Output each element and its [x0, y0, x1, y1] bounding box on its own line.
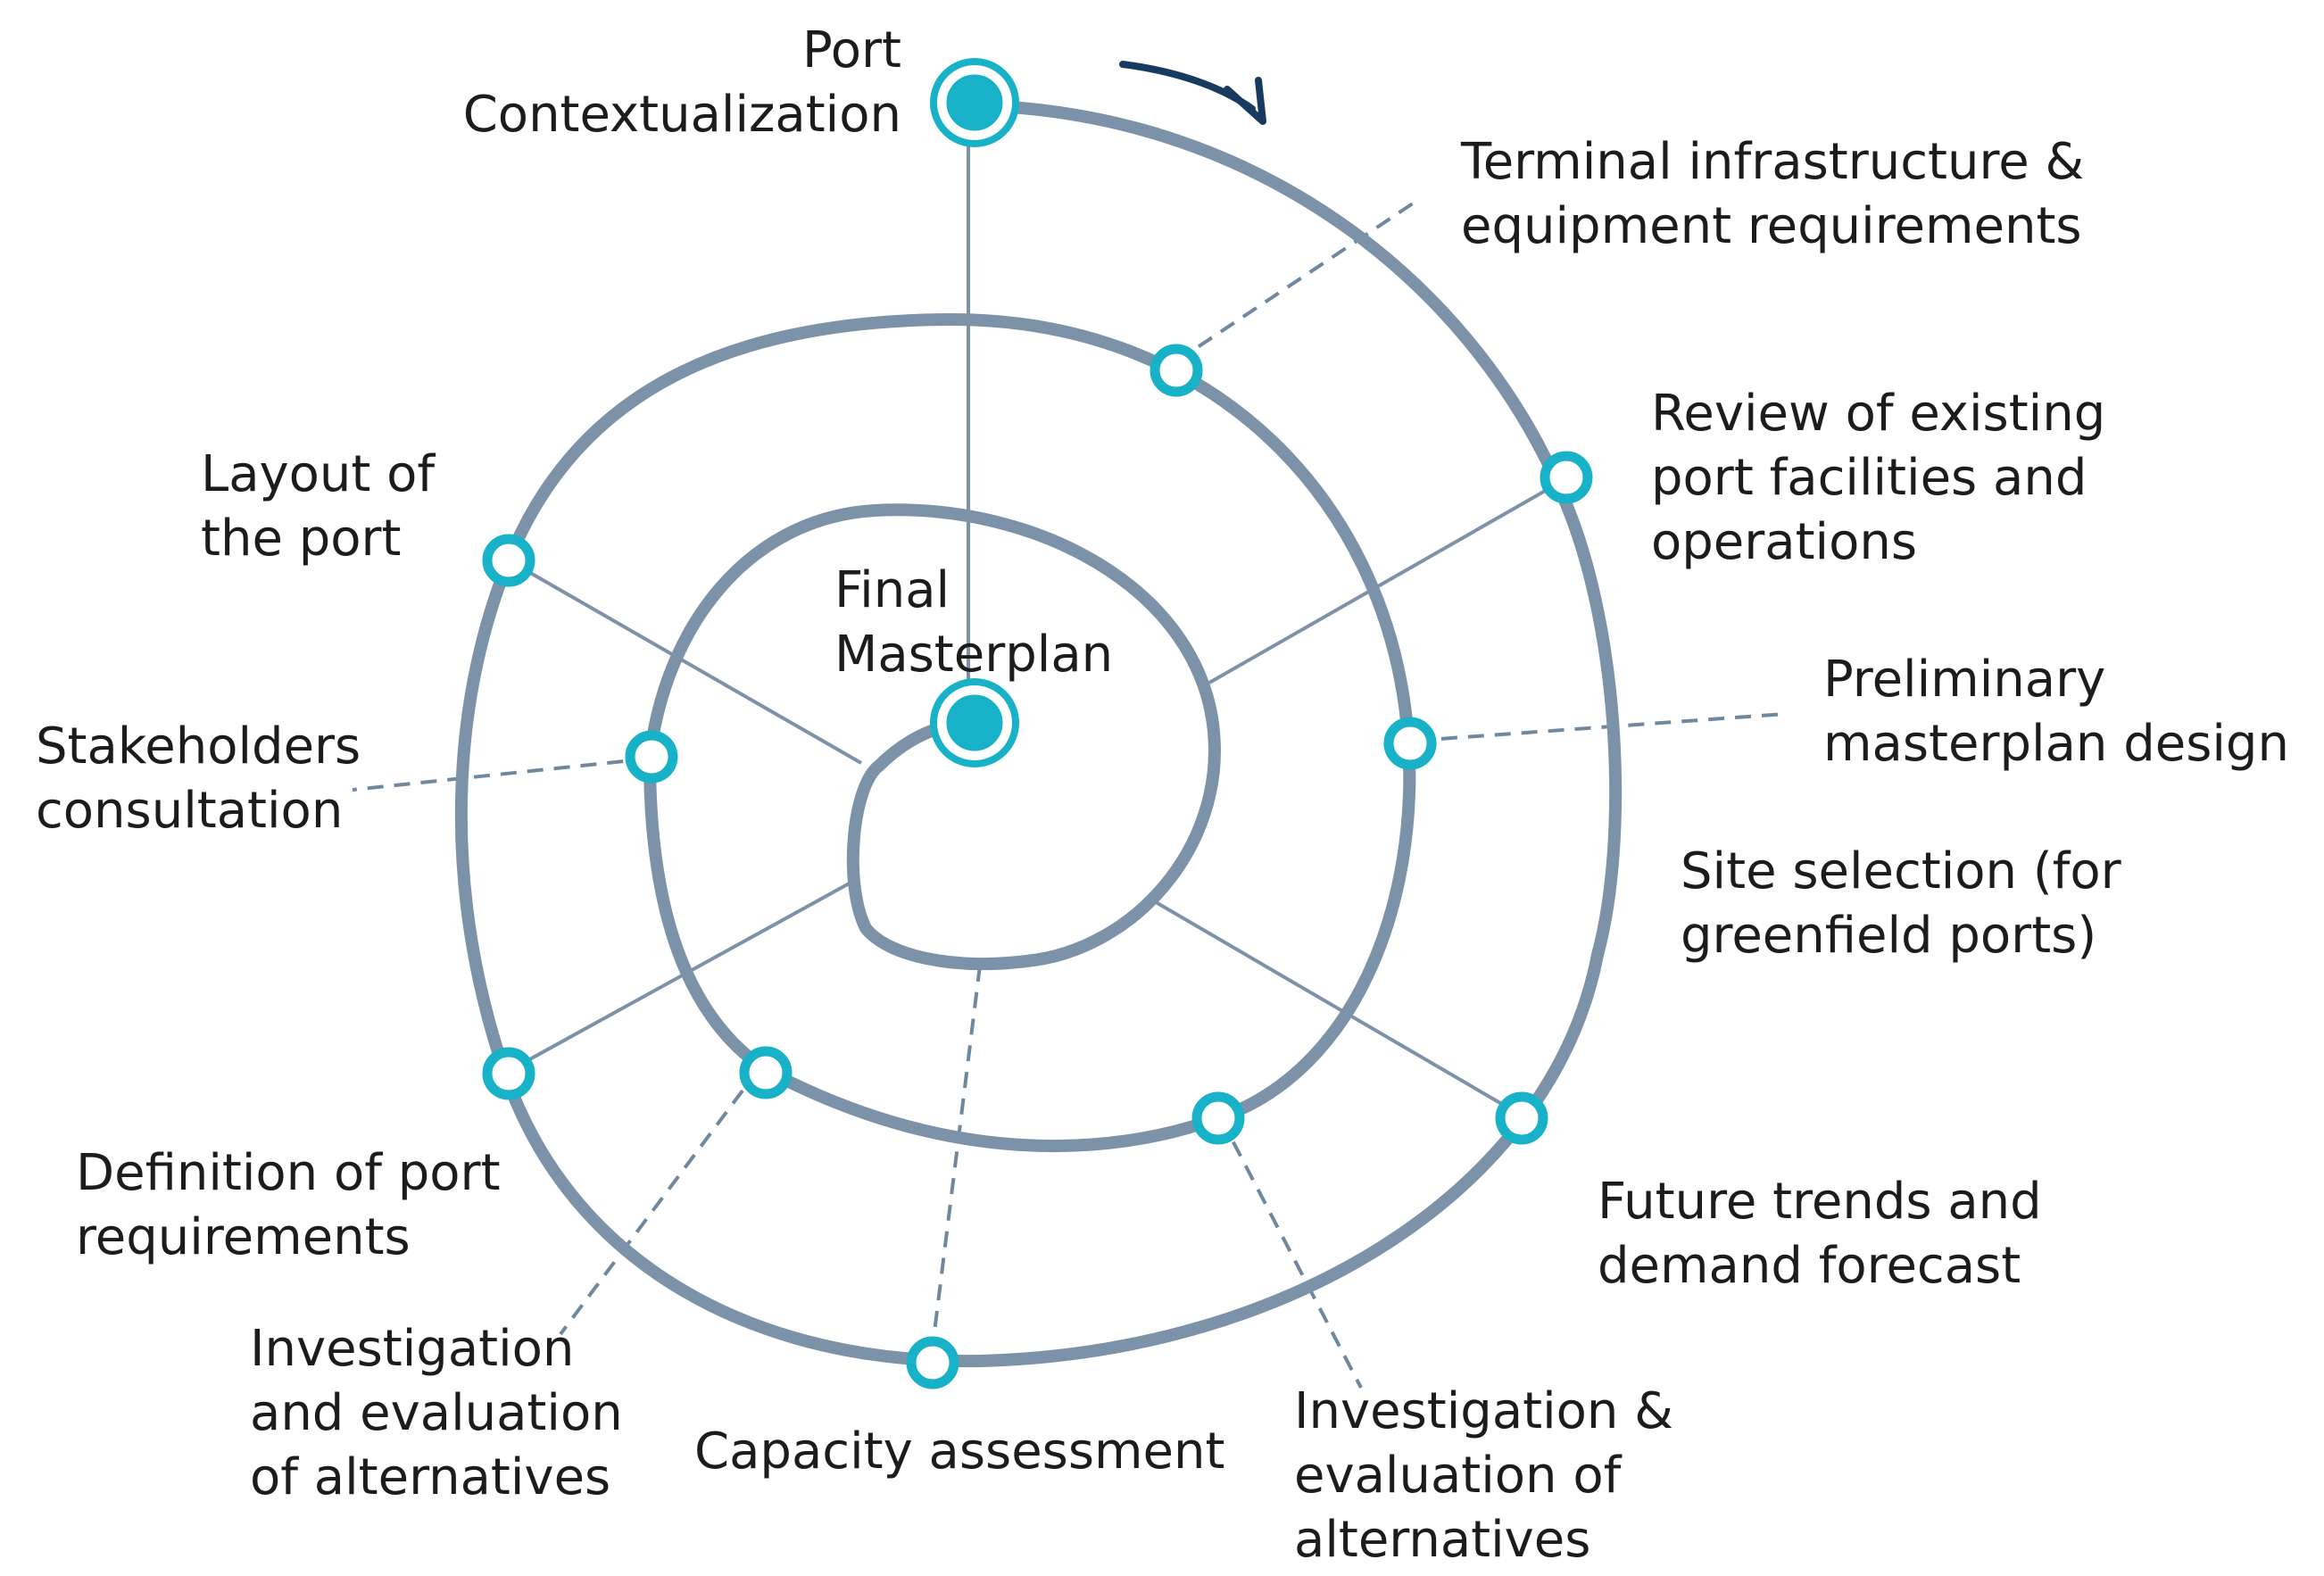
node-investigation-left: [739, 1046, 793, 1099]
node-capacity-assessment: [906, 1336, 959, 1389]
node-stakeholders: [625, 730, 678, 784]
label-review-existing-facilities-line-3: operations: [1651, 513, 1917, 571]
label-investigation-right-line-1: Investigation &: [1294, 1382, 1673, 1440]
label-stakeholders-line-1: Stakeholders: [36, 717, 361, 776]
arrow-shaft: [1119, 61, 1256, 112]
label-preliminary-masterplan-line-2: masterplan design: [1823, 715, 2289, 773]
label-layout-of-port-line-1: Layout of: [201, 445, 436, 503]
stage-nodes: [482, 344, 1593, 1389]
node-port-requirements: [482, 1047, 535, 1100]
label-stakeholders: Stakeholders consultation: [36, 717, 361, 840]
label-center-line-1: Final: [834, 561, 950, 619]
leader-investigation-right: [1219, 1117, 1363, 1389]
spokes: [508, 107, 1554, 1117]
label-investigation-left: Investigation and evaluation of alternativ…: [250, 1320, 623, 1506]
leader-lines: [352, 196, 1786, 1389]
node-terminal-infrastructure: [1150, 344, 1203, 397]
process-spiral: [454, 99, 1623, 1368]
node-future-trends: [1495, 1091, 1548, 1145]
label-port-requirements: Definition of port requirements: [76, 1144, 501, 1266]
spoke-upper-left: [508, 559, 862, 765]
label-investigation-right-line-2: evaluation of: [1294, 1447, 1623, 1505]
spoke-lower-left: [508, 880, 853, 1073]
label-investigation-right: Investigation & evaluation of alternatives: [1294, 1382, 1673, 1569]
node-layout-of-port: [482, 534, 535, 587]
leader-capacity-assessment: [929, 965, 982, 1362]
label-capacity-assessment: Capacity assessment: [694, 1423, 1224, 1481]
label-future-trends-line-1: Future trends and: [1598, 1173, 2042, 1231]
start-node-core: [942, 70, 1008, 136]
spoke-upper-right: [1208, 485, 1554, 684]
leader-stakeholders: [352, 757, 651, 792]
node-investigation-right: [1191, 1091, 1245, 1145]
label-port-requirements-line-2: requirements: [76, 1208, 411, 1266]
label-site-selection: Site selection (for greenfield ports): [1681, 842, 2122, 965]
label-center-line-2: Masterplan: [834, 626, 1113, 684]
node-preliminary-masterplan: [1383, 717, 1437, 770]
leader-investigation-left: [559, 1067, 760, 1336]
label-port-requirements-line-1: Definition of port: [76, 1144, 501, 1202]
label-capacity-assessment-line-1: Capacity assessment: [694, 1423, 1224, 1481]
label-site-selection-line-1: Site selection (for: [1681, 842, 2122, 900]
label-start-line-1: Port: [802, 21, 901, 79]
center-node-core: [942, 690, 1008, 756]
label-review-existing-facilities-line-1: Review of existing: [1651, 385, 2105, 443]
label-start-line-2: Contextualization: [463, 86, 901, 144]
center-node: [930, 678, 1019, 767]
label-layout-of-port: Layout of the port: [201, 445, 436, 568]
spoke-lower-right: [1150, 898, 1523, 1117]
label-terminal-infrastructure: Terminal infrastructure & equipment requi…: [1460, 133, 2084, 255]
label-layout-of-port-line-2: the port: [201, 510, 402, 568]
label-investigation-left-line-3: of alternatives: [250, 1448, 610, 1506]
direction-arrow: [1119, 61, 1266, 125]
label-future-trends: Future trends and demand forecast: [1598, 1173, 2042, 1295]
leader-preliminary-masterplan: [1414, 712, 1786, 742]
label-future-trends-line-2: demand forecast: [1598, 1237, 2021, 1295]
label-investigation-left-line-2: and evaluation: [250, 1384, 623, 1442]
label-site-selection-line-2: greenfield ports): [1681, 907, 2096, 965]
start-node: [930, 58, 1019, 147]
label-stakeholders-line-2: consultation: [36, 782, 343, 840]
label-preliminary-masterplan-line-1: Preliminary: [1823, 651, 2105, 709]
label-investigation-left-line-1: Investigation: [250, 1320, 574, 1378]
label-preliminary-masterplan: Preliminary masterplan design: [1823, 651, 2289, 773]
leader-terminal-infrastructure: [1174, 196, 1423, 363]
label-investigation-right-line-3: alternatives: [1294, 1511, 1590, 1569]
label-review-existing-facilities: Review of existing port facilities and ope…: [1651, 385, 2105, 571]
label-terminal-infrastructure-line-2: equipment requirements: [1461, 197, 2082, 255]
label-terminal-infrastructure-line-1: Terminal infrastructure &: [1460, 133, 2084, 191]
arrow-head: [1224, 77, 1266, 125]
label-review-existing-facilities-line-2: port facilities and: [1651, 449, 2087, 507]
node-review-existing-facilities: [1540, 451, 1593, 504]
